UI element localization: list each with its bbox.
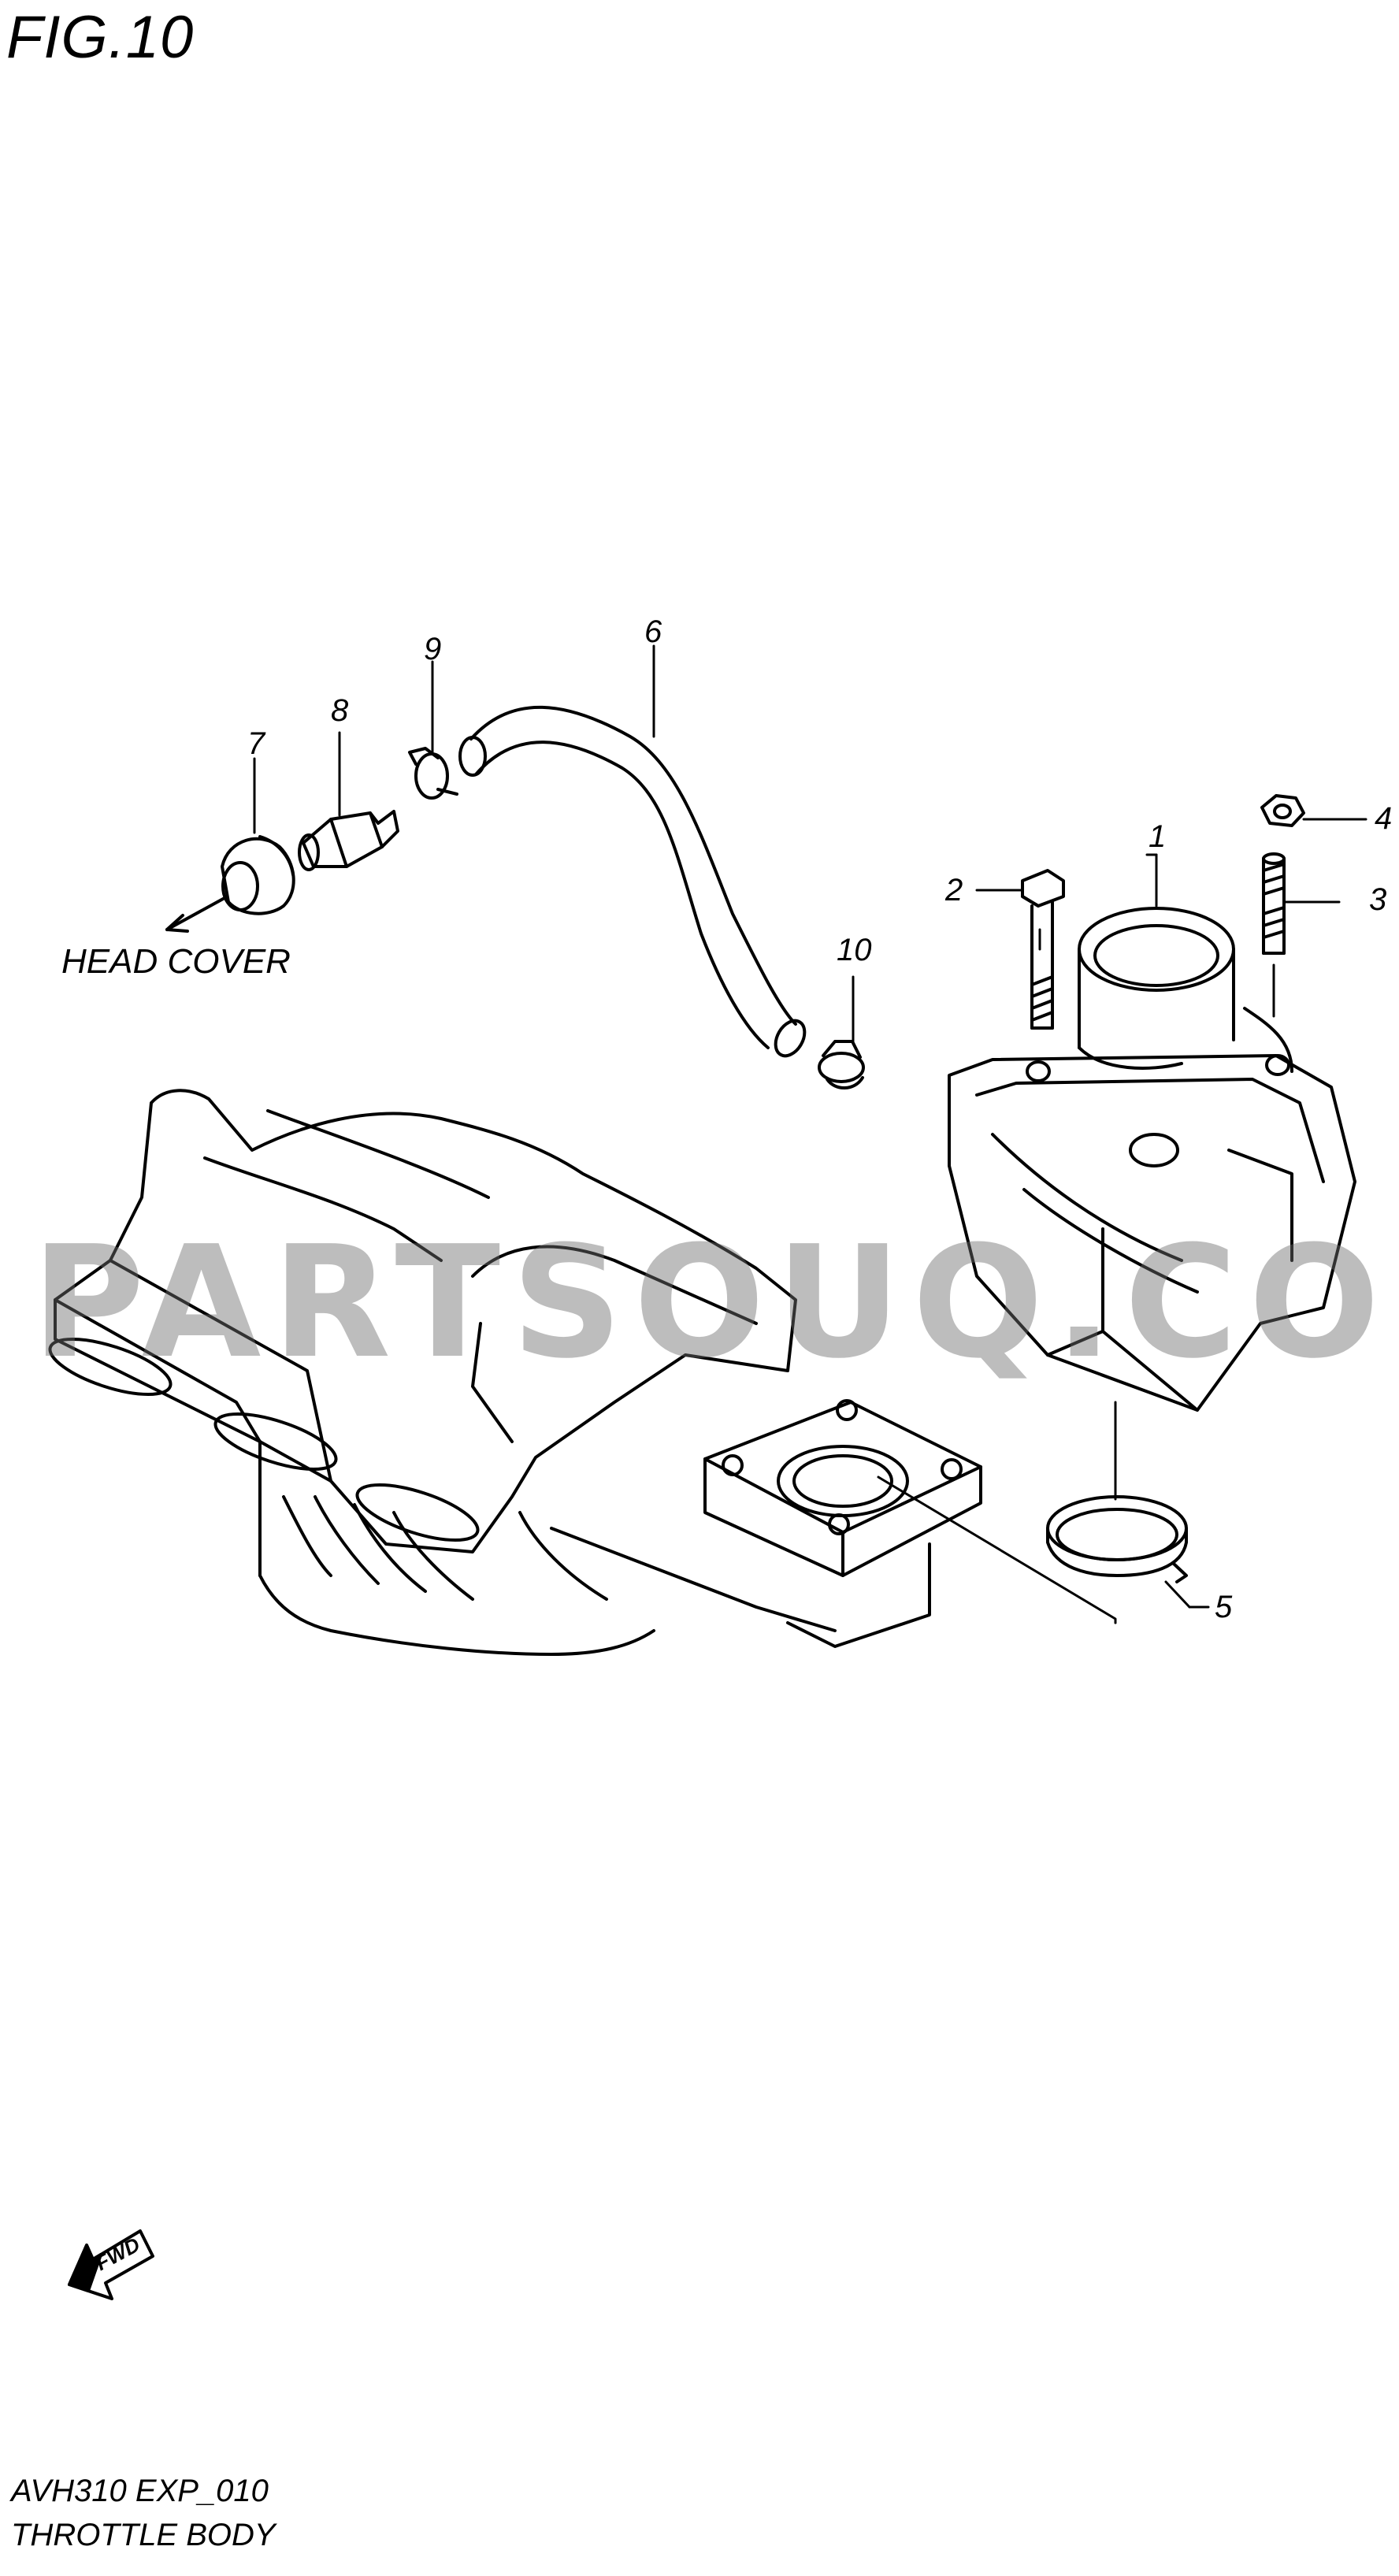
callout-9: 9 — [424, 632, 442, 666]
callout-8: 8 — [331, 693, 349, 728]
bolt-2 — [1021, 869, 1065, 1030]
stud-3 — [1262, 852, 1286, 955]
head-cover-arrow — [165, 896, 226, 933]
callout-3: 3 — [1369, 882, 1387, 917]
figure-title: FIG.10 — [6, 4, 195, 71]
nut-4 — [1260, 794, 1305, 827]
callout-5: 5 — [1215, 1590, 1233, 1624]
callout-4: 4 — [1375, 801, 1393, 836]
callout-10: 10 — [837, 933, 872, 967]
pcv-valve-8 — [298, 810, 399, 871]
hose-clamp-9 — [408, 747, 458, 800]
head-cover-label: HEAD COVER — [61, 942, 291, 981]
hose-clamp-10 — [818, 1040, 865, 1089]
diagram-code: AVH310 EXP_010 — [11, 2474, 269, 2508]
callout-1: 1 — [1149, 819, 1167, 854]
intake-manifold — [48, 1089, 982, 1656]
callout-7: 7 — [247, 726, 265, 761]
gasket-5 — [1046, 1495, 1188, 1583]
throttle-body-1 — [948, 907, 1356, 1412]
breather-hose-6 — [458, 705, 807, 1058]
leader-lines — [253, 644, 1367, 1624]
callout-6: 6 — [644, 614, 662, 649]
grommet-7 — [221, 835, 295, 915]
diagram-name: THROTTLE BODY — [11, 2518, 276, 2552]
fwd-arrow-icon — [68, 2229, 154, 2300]
watermark: PARTSOUQ.COM — [32, 1213, 1399, 1393]
callout-2: 2 — [945, 873, 963, 908]
